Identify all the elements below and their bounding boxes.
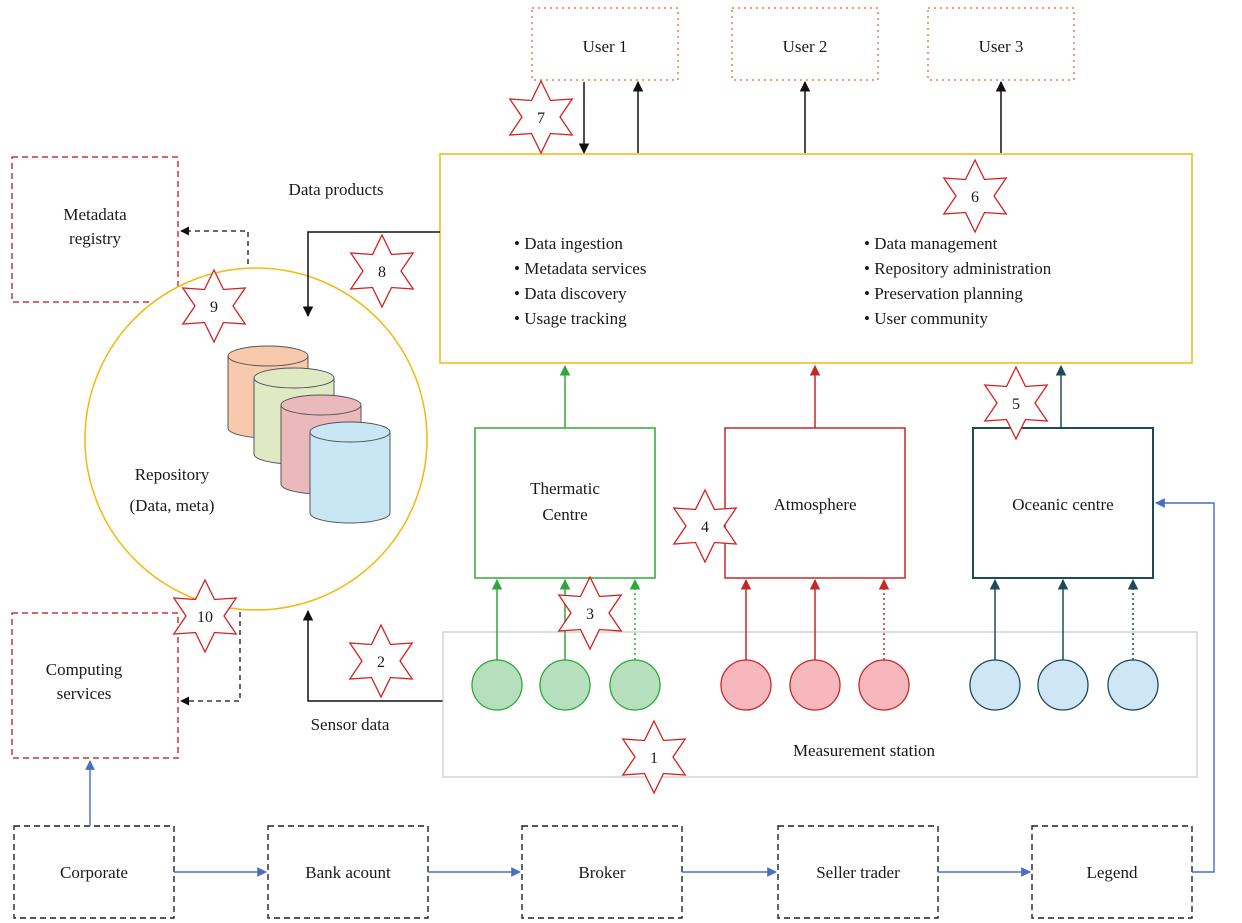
thermatic-line2: Centre: [542, 505, 587, 524]
star-marker-9: 9: [181, 268, 247, 344]
chain-box-corporate: Corporate: [13, 825, 175, 919]
star-shape-icon: [508, 79, 574, 155]
user-3-label: User 3: [979, 37, 1024, 56]
star-shape-icon: [983, 365, 1049, 441]
star-number: 7: [537, 110, 545, 127]
sensor-node: [858, 659, 910, 711]
star-marker-4: 4: [672, 488, 738, 564]
sensor-node: [471, 659, 523, 711]
star-number: 2: [377, 654, 385, 671]
chain-box-broker: Broker: [521, 825, 683, 919]
star-shape-icon: [672, 488, 738, 564]
star-shape-icon: [621, 719, 687, 795]
metadata-registry-line2: registry: [69, 229, 121, 248]
repository-line1: Repository: [135, 465, 210, 484]
star-number: 1: [650, 750, 658, 767]
star-shape-icon: [172, 578, 238, 654]
sensor-node: [789, 659, 841, 711]
star-marker-1: 1: [621, 719, 687, 795]
computing-services-line1: Computing: [46, 660, 123, 679]
oceanic-label: Oceanic centre: [1012, 495, 1113, 514]
service-item: • Data management: [864, 234, 998, 253]
star-shape-icon: [349, 233, 415, 309]
arrow-to-computing-services: [180, 612, 241, 706]
sensor-node: [1037, 659, 1089, 711]
computing-services-box: Computing services: [11, 612, 179, 759]
sensor-node: [969, 659, 1021, 711]
atmosphere-label: Atmosphere: [773, 495, 856, 514]
star-marker-10: 10: [172, 578, 238, 654]
service-item: • Usage tracking: [514, 309, 627, 328]
service-item: • Repository administration: [864, 259, 1052, 278]
measurement-station-box: Measurement station: [442, 631, 1198, 778]
chain-box-bank-acount: Bank acount: [267, 825, 429, 919]
star-number: 3: [586, 606, 594, 623]
sensor-data-label: Sensor data: [311, 715, 390, 734]
star-marker-6: 6: [942, 158, 1008, 234]
chain-label: Bank acount: [305, 863, 391, 882]
user-box-1: User 1: [531, 7, 679, 81]
service-item: • Preservation planning: [864, 284, 1023, 303]
oceanic-centre-box: Oceanic centre: [972, 427, 1154, 579]
star-marker-2: 2: [348, 623, 414, 699]
service-item: • Metadata services: [514, 259, 646, 278]
star-number: 9: [210, 299, 218, 316]
user-box-3: User 3: [927, 7, 1075, 81]
thermatic-line1: Thermatic: [530, 479, 600, 498]
atmosphere-centre-box: Atmosphere: [724, 427, 906, 579]
star-number: 5: [1012, 396, 1020, 413]
star-shape-icon: [942, 158, 1008, 234]
services-box: • Data ingestion • Metadata services • D…: [439, 153, 1193, 364]
star-number: 10: [197, 609, 213, 626]
sensor-node: [1107, 659, 1159, 711]
arrow-data-products: [302, 231, 440, 318]
star-number: 6: [971, 189, 979, 206]
measurement-station-label: Measurement station: [793, 741, 936, 760]
chain-label: Seller trader: [816, 863, 900, 882]
star-shape-icon: [557, 575, 623, 651]
database-cylinder-icon: [309, 421, 391, 524]
star-shape-icon: [181, 268, 247, 344]
service-item: • Data discovery: [514, 284, 627, 303]
star-number: 8: [378, 264, 386, 281]
sensor-node: [720, 659, 772, 711]
user-2-label: User 2: [783, 37, 828, 56]
thermatic-centre-box: Thermatic Centre: [474, 427, 656, 579]
arrow-sensor-data: [302, 609, 443, 702]
stars-layer: 1 2 3 4 5 6 7 8 9 10: [172, 79, 1049, 795]
computing-services-line2: services: [57, 684, 112, 703]
user-box-2: User 2: [731, 7, 879, 81]
service-item: • User community: [864, 309, 988, 328]
star-marker-8: 8: [349, 233, 415, 309]
service-item: • Data ingestion: [514, 234, 623, 253]
chain-label: Legend: [1087, 863, 1138, 882]
chain-label: Broker: [578, 863, 626, 882]
user-1-label: User 1: [583, 37, 628, 56]
repository-line2: (Data, meta): [130, 496, 215, 515]
star-marker-3: 3: [557, 575, 623, 651]
chain-box-seller-trader: Seller trader: [777, 825, 939, 919]
sensor-node: [539, 659, 591, 711]
chain-label: Corporate: [60, 863, 128, 882]
star-shape-icon: [348, 623, 414, 699]
star-marker-5: 5: [983, 365, 1049, 441]
star-number: 4: [701, 519, 709, 536]
sensor-node: [609, 659, 661, 711]
chain-box-legend: Legend: [1031, 825, 1193, 919]
arrow-legend-to-oceanic: [1155, 498, 1215, 873]
metadata-registry-box: Metadata registry: [11, 156, 179, 303]
data-products-label: Data products: [289, 180, 384, 199]
star-marker-7: 7: [508, 79, 574, 155]
metadata-registry-line1: Metadata: [63, 205, 127, 224]
